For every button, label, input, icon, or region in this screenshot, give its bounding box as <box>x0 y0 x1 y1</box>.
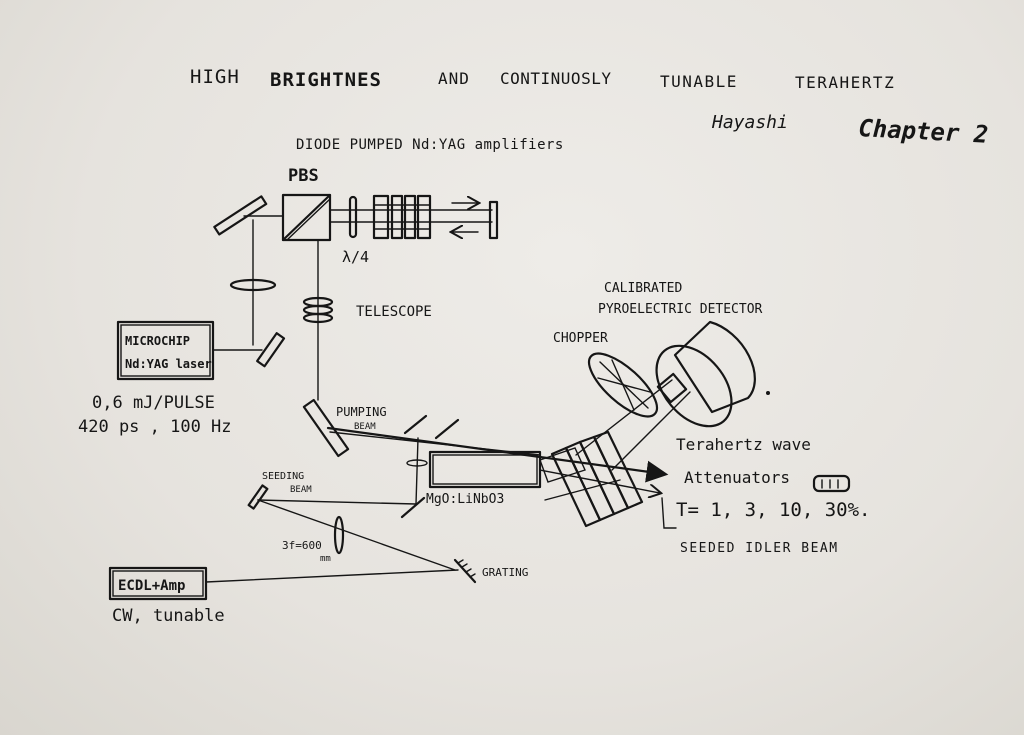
crystal-mgo-linbo3[interactable] <box>428 450 542 489</box>
beam-ecdl-to-grating <box>205 569 459 583</box>
attenuator-icon <box>812 474 851 493</box>
amplifiers-label: DIODE PUMPED Nd:YAG amplifiers <box>296 137 564 153</box>
attenuators-label: Attenuators <box>684 468 790 487</box>
chapter-label: Chapter 2 <box>858 114 989 149</box>
pbs-label: PBS <box>288 166 319 186</box>
quarter-wave-label: λ/4 <box>342 248 369 266</box>
grating <box>453 558 477 584</box>
pulse-specs-label: 420 ps , 100 Hz <box>78 417 232 437</box>
pulse-energy-label: 0,6 mJ/PULSE <box>92 393 215 413</box>
title-word-2: BRIGHTNES <box>270 69 382 91</box>
seeding-beam-label-2: BEAM <box>290 485 312 495</box>
transmission-label: T= 1, 3, 10, 30%. <box>676 499 870 521</box>
title-word-5: TUNABLE <box>660 72 738 91</box>
microchip-line-1: MICROCHIP <box>125 334 190 348</box>
end-mirror <box>488 200 499 240</box>
idler-beam-line <box>539 469 660 493</box>
grating-label: GRATING <box>482 566 528 579</box>
cw-tunable-label: CW, tunable <box>112 606 225 626</box>
ecdl-amp-box[interactable]: ECDL+Amp <box>108 566 208 601</box>
lens-focal-label-2: mm <box>320 554 331 564</box>
amplifier-modules <box>372 194 432 240</box>
title-word-6: TERAHERTZ <box>795 73 895 92</box>
detector-label-2: PYROELECTRIC DETECTOR <box>598 302 763 317</box>
crystal-label: MgO:LiNbO3 <box>426 492 504 507</box>
title-word-4: CONTINUOSLY <box>500 69 611 88</box>
mirror-pumping <box>302 398 350 458</box>
thz-wave-label: Terahertz wave <box>676 435 811 454</box>
lens-seeding <box>406 459 428 467</box>
pyroelectric-detector[interactable] <box>641 320 770 441</box>
title-word-1: HIGH <box>190 66 240 88</box>
pumping-beam-label-1: PUMPING <box>336 405 387 419</box>
chopper-label: CHOPPER <box>553 331 608 346</box>
telescope-label: TELESCOPE <box>356 304 432 320</box>
idler-pointer <box>661 497 677 529</box>
small-mirrors <box>403 414 460 440</box>
lens-3f <box>333 515 345 555</box>
mirror-seeding <box>247 484 269 510</box>
ecdl-label: ECDL+Amp <box>118 578 185 594</box>
title-word-3: AND <box>438 69 470 88</box>
seeding-beam-label-1: SEEDING <box>262 471 304 482</box>
attenuator-stack <box>539 430 644 528</box>
seeding-beam-up <box>415 437 419 505</box>
pbs-cube <box>281 193 332 242</box>
seeding-diagonal <box>257 499 456 571</box>
mirror-microchip <box>256 332 286 368</box>
author-name: Hayashi <box>711 112 788 133</box>
telescope-lenses <box>302 296 334 324</box>
microchip-line-2: Nd:YAG laser <box>125 357 212 371</box>
chopper[interactable] <box>580 344 667 427</box>
seeding-beam-horizontal <box>257 499 417 505</box>
detector-label-1: CALIBRATED <box>604 281 682 296</box>
quarter-wave-plate <box>348 195 358 239</box>
pumping-beam-label-2: BEAM <box>354 422 376 432</box>
lens-focal-label-1: 3f=600 <box>282 539 322 552</box>
mirror-crystal-bottom <box>400 496 426 519</box>
idler-label: SEEDED IDLER BEAM <box>680 541 839 556</box>
thz-beam-cone <box>575 379 691 471</box>
microchip-laser-box[interactable]: MICROCHIP Nd:YAG laser <box>116 320 215 381</box>
mirror-upper-left <box>213 195 268 236</box>
lens-left <box>229 278 277 292</box>
